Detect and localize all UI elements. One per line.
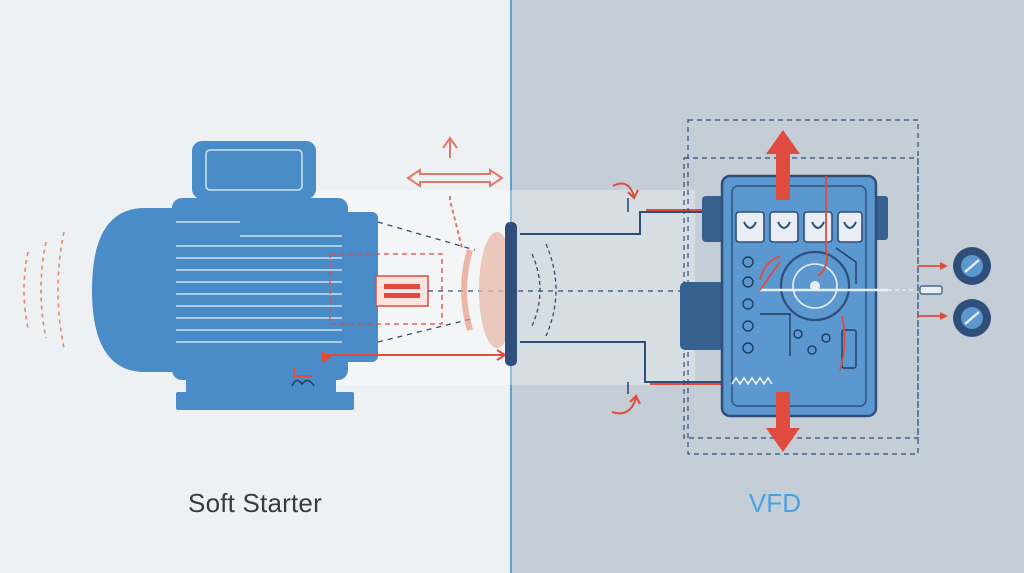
soft-starter-label: Soft Starter xyxy=(188,488,322,518)
vfd-module-icon xyxy=(680,119,919,455)
gauge-icon xyxy=(953,247,991,337)
coupling-disk xyxy=(461,222,557,366)
motor-icon xyxy=(23,141,443,410)
vfd-label: VFD xyxy=(748,488,802,518)
signal-wave-icon xyxy=(23,231,65,349)
red-double-arrow-icon xyxy=(406,136,504,249)
